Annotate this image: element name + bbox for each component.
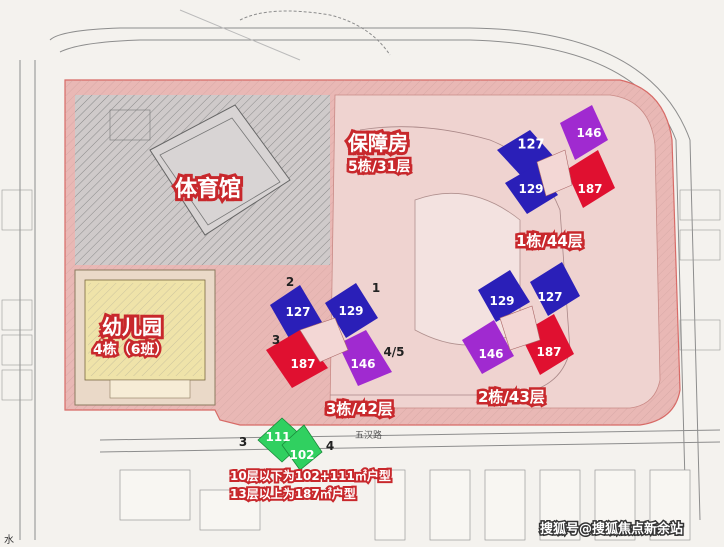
- marker-2: 2: [286, 275, 294, 289]
- watermark: 搜狐号@搜狐焦点新余站: [539, 520, 685, 539]
- gym-label: 体育馆: [172, 173, 244, 205]
- unit-b3-127: 127: [285, 305, 310, 319]
- building-4: 111 102: [257, 417, 323, 471]
- site-boundary-lines: [19, 9, 721, 540]
- unit-type-notes: 10层以下为102+111㎡户型 13层以上为187㎡户型: [228, 466, 393, 503]
- building-3: 127 129 187 146 3栋/42层: [266, 283, 395, 421]
- unit-b1-127: 127: [517, 138, 544, 153]
- marker-4: 4: [326, 439, 334, 453]
- svg-text:体育馆: 体育馆: [175, 176, 241, 202]
- housing-label: 保障房 5栋/31层: [344, 128, 413, 178]
- unit-b1-146: 146: [576, 126, 601, 140]
- svg-text:4栋（6班）: 4栋（6班）: [93, 341, 168, 358]
- unit-b1-129: 129: [518, 182, 543, 196]
- note-line-2: 13层以上为187㎡户型: [230, 486, 356, 501]
- marker-1: 1: [372, 281, 380, 295]
- unit-b3-129: 129: [338, 304, 363, 318]
- unit-b4-102: 102: [289, 448, 314, 462]
- building-2-label: 2栋/43层: [478, 388, 545, 406]
- unit-b2-129: 129: [489, 294, 514, 308]
- kindergarten-zone: [74, 269, 216, 406]
- unit-b2-187: 187: [536, 345, 561, 359]
- svg-text:5栋/31层: 5栋/31层: [348, 158, 410, 175]
- road-label: 五汉路: [355, 429, 382, 441]
- unit-b3-187: 187: [290, 357, 315, 371]
- marker-4-5: 4/5: [383, 345, 404, 359]
- svg-text:搜狐号@搜狐焦点新余站: 搜狐号@搜狐焦点新余站: [540, 521, 683, 537]
- kindergarten-label: 幼儿园 4栋（6班）: [91, 312, 171, 361]
- building-1: 127 146 129 187 1栋/44层: [497, 105, 615, 253]
- svg-text:幼儿园: 幼儿园: [102, 315, 162, 339]
- gym-zone: [75, 95, 330, 265]
- note-line-1: 10层以下为102+111㎡户型: [230, 468, 391, 483]
- unit-b2-146: 146: [478, 347, 503, 361]
- surrounding-plots: [1, 189, 721, 401]
- unit-b1-187: 187: [577, 182, 602, 196]
- marker-3-b: 3: [239, 435, 247, 449]
- unit-b3-146: 146: [350, 357, 375, 371]
- building-1-label: 1栋/44层: [516, 232, 583, 250]
- svg-text:保障房: 保障房: [347, 131, 408, 155]
- bottom-neighborhood: [119, 469, 691, 541]
- unit-b2-127: 127: [537, 290, 562, 304]
- unit-b4-111: 111: [265, 430, 290, 444]
- building-2: 129 127 146 187 2栋/43层: [462, 262, 580, 409]
- corner-text: 水: [4, 534, 14, 546]
- building-3-label: 3栋/42层: [326, 400, 393, 418]
- marker-3: 3: [272, 333, 280, 347]
- elevation-markers: 1 2 3 4/5 3 4: [239, 275, 405, 453]
